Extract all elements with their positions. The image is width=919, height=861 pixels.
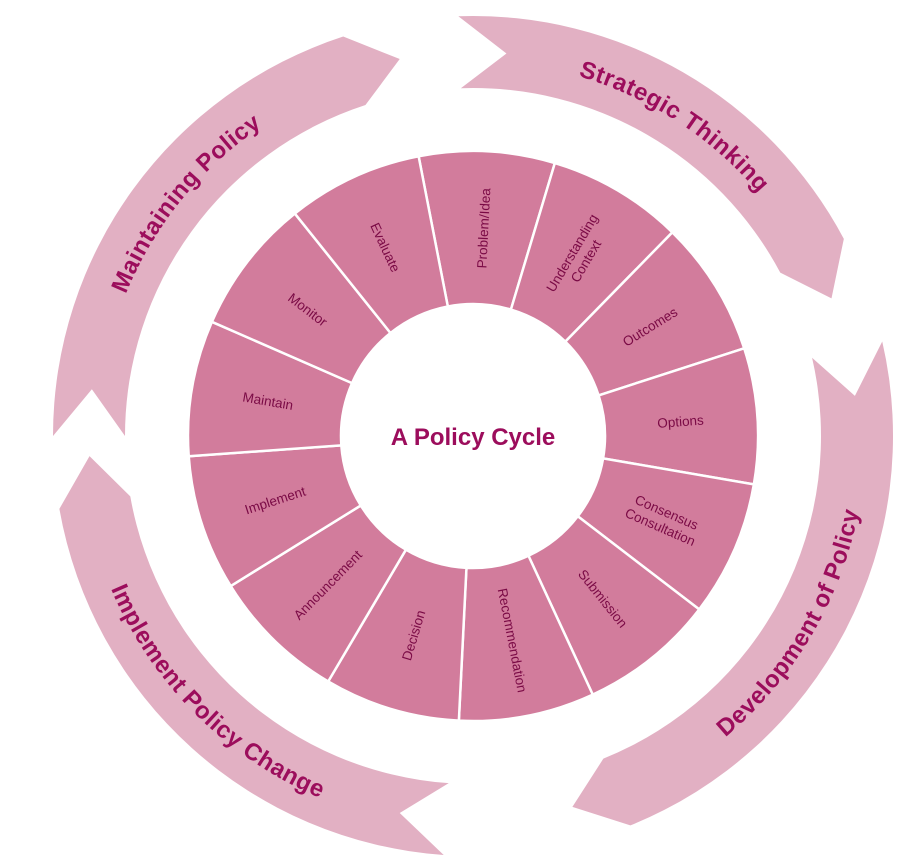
phase-arrow-strategic-thinking <box>458 16 844 299</box>
phase-arrow-maintaining-policy <box>53 36 400 437</box>
center-circle <box>341 304 605 568</box>
segment-label-line: Options <box>657 413 705 431</box>
segment-label-options: Options <box>657 413 705 431</box>
center-title: A Policy Cycle <box>391 424 556 451</box>
segment-label-problem-idea: Problem/Idea <box>474 187 493 268</box>
phase-arrow-implement-policy-change <box>59 456 449 855</box>
segment-label-line: Problem/Idea <box>474 187 493 268</box>
phase-arrow-development-of-policy <box>572 341 894 826</box>
